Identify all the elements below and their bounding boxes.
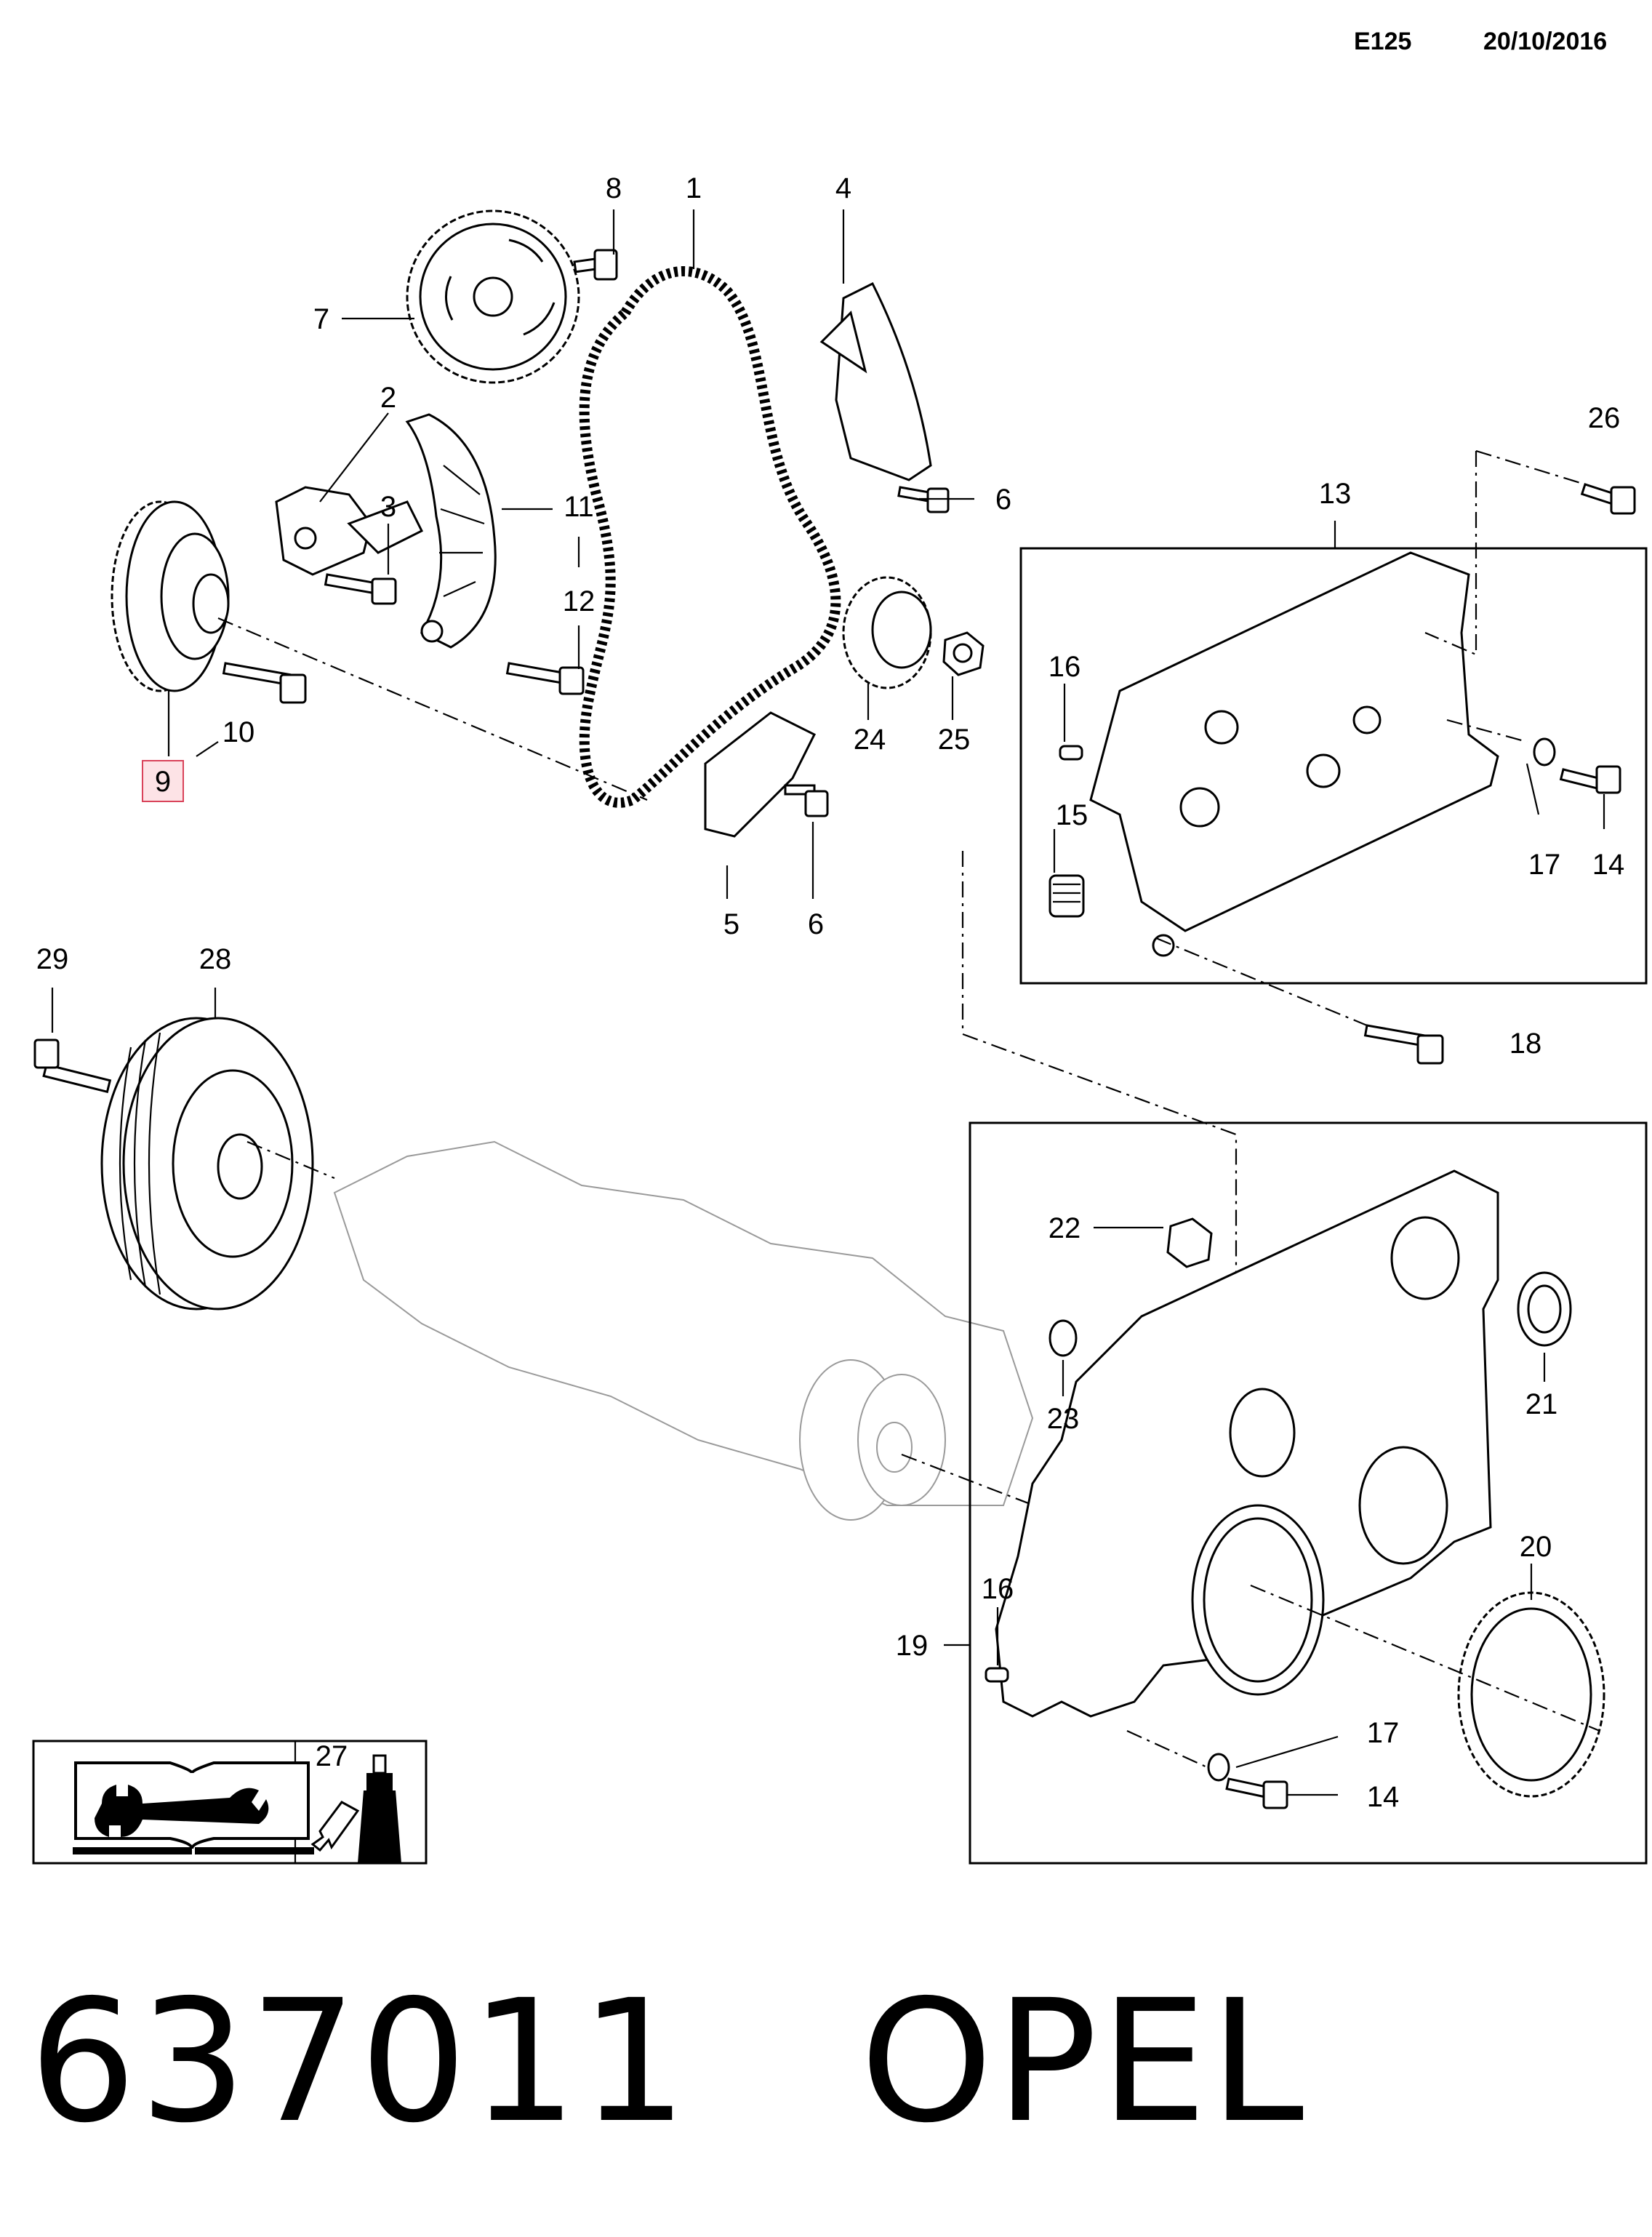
sealant-tube-icon: [310, 1754, 401, 1863]
callout-17-lower[interactable]: 17: [1367, 1717, 1400, 1749]
callout-13[interactable]: 13: [1319, 478, 1352, 510]
callout-16-upper[interactable]: 16: [1048, 651, 1081, 683]
crankshaft-seal[interactable]: [1457, 1591, 1605, 1798]
upper-chain-guide[interactable]: [819, 281, 932, 481]
callout-14-upper[interactable]: 14: [1592, 849, 1625, 881]
book-wrench-icon: [73, 1761, 314, 1854]
callout-18[interactable]: 18: [1509, 1028, 1542, 1060]
front-cover-frame: [969, 1121, 1648, 1865]
camshaft-adjuster-gear[interactable]: [111, 500, 230, 692]
callout-7[interactable]: 7: [313, 303, 329, 335]
callout-21[interactable]: 21: [1525, 1388, 1558, 1420]
diagram-code: E125: [1354, 28, 1412, 55]
seal-ring-small[interactable]: [1048, 1319, 1078, 1357]
cover-group-frame: [1019, 547, 1648, 985]
front-timing-cover[interactable]: [995, 1169, 1499, 1718]
rail-pivot-bolt[interactable]: [505, 662, 585, 695]
sprocket-bolt[interactable]: [573, 249, 618, 281]
crankshaft: [333, 1140, 1034, 1521]
callout-14-lower[interactable]: 14: [1367, 1781, 1400, 1813]
cover-leaders: [961, 449, 1605, 1389]
callout-25[interactable]: 25: [938, 724, 971, 756]
callout-17-upper[interactable]: 17: [1528, 849, 1561, 881]
callout-12[interactable]: 12: [563, 585, 596, 617]
callout-16-lower[interactable]: 16: [982, 1573, 1014, 1605]
footer-part-reference: 637011 OPEL: [29, 1964, 1307, 2160]
cover-bolt-right[interactable]: [1559, 765, 1621, 794]
callout-10[interactable]: 10: [222, 716, 255, 748]
lower-chain-guide[interactable]: [704, 711, 817, 838]
callout-22[interactable]: 22: [1048, 1212, 1081, 1244]
brand-name: OPEL: [859, 1964, 1307, 2160]
callout-3[interactable]: 3: [380, 491, 396, 523]
front-cover-bolt[interactable]: [1225, 1777, 1288, 1809]
callout-24[interactable]: 24: [854, 724, 886, 756]
leader-lines: [167, 209, 974, 899]
tensioner-bolt[interactable]: [324, 573, 397, 605]
front-cover-leaders: [944, 1226, 1600, 1796]
oil-filter-spring[interactable]: [1048, 874, 1085, 918]
callout-6-upper[interactable]: 6: [995, 484, 1011, 516]
diagram-date: 20/10/2016: [1483, 28, 1608, 55]
callout-27[interactable]: 27: [316, 1740, 348, 1772]
cover-bolt-long[interactable]: [1363, 1024, 1444, 1065]
tensioner-rail[interactable]: [405, 413, 497, 649]
callout-8[interactable]: 8: [606, 172, 622, 204]
callout-28[interactable]: 28: [199, 943, 232, 975]
camshaft-seal[interactable]: [1517, 1271, 1572, 1347]
callout-1[interactable]: 1: [686, 172, 702, 204]
chain-tensioner[interactable]: [275, 486, 424, 576]
highlight-box: [142, 760, 184, 802]
cover-bolt-top[interactable]: [1580, 483, 1636, 515]
front-cover-washer[interactable]: [1207, 1753, 1230, 1782]
callout-2[interactable]: 2: [380, 382, 396, 414]
guide-bolt-lower[interactable]: [784, 784, 829, 817]
upper-timing-cover[interactable]: [1089, 551, 1499, 957]
callout-5[interactable]: 5: [723, 908, 739, 940]
cover-washer[interactable]: [1533, 737, 1556, 767]
timing-chain[interactable]: [579, 266, 841, 808]
callout-labels: 1 2 3 4 5 6 6 7 8 9 10 11 12 13 14 14 15…: [36, 172, 1625, 1813]
camshaft-sprocket[interactable]: [406, 209, 580, 384]
oil-pump-sprocket[interactable]: [842, 576, 932, 689]
sprocket-nut[interactable]: [942, 631, 985, 676]
callout-23[interactable]: 23: [1047, 1403, 1080, 1435]
part-number: 637011: [29, 1964, 691, 2160]
callout-11[interactable]: 11: [564, 491, 594, 523]
callout-4[interactable]: 4: [835, 172, 851, 204]
callout-20[interactable]: 20: [1520, 1531, 1552, 1563]
pulley-leaders: [51, 988, 1091, 1529]
dowel-pin-lower[interactable]: [985, 1667, 1009, 1683]
callout-26[interactable]: 26: [1588, 402, 1621, 434]
callout-6-lower[interactable]: 6: [808, 908, 824, 940]
gasket-clip[interactable]: [1166, 1217, 1213, 1268]
callout-19[interactable]: 19: [896, 1630, 929, 1662]
callout-9[interactable]: 9: [155, 766, 171, 798]
crankshaft-pulley[interactable]: [100, 1017, 314, 1310]
pulley-bolt[interactable]: [33, 1039, 112, 1094]
dowel-pin-upper[interactable]: [1059, 745, 1083, 761]
callout-29[interactable]: 29: [36, 943, 69, 975]
callout-15[interactable]: 15: [1056, 799, 1088, 831]
adjuster-bolt[interactable]: [222, 662, 307, 704]
